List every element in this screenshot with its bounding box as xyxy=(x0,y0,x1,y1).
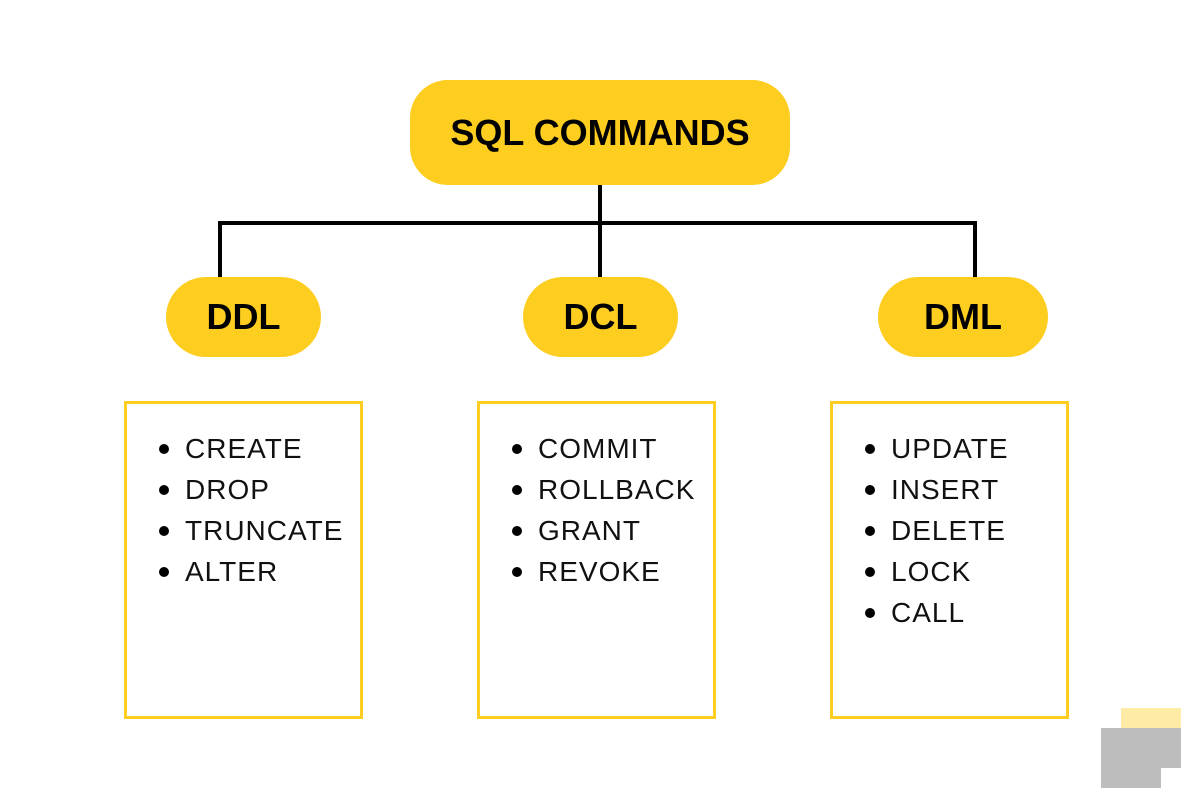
list-item-text: ALTER xyxy=(185,556,279,587)
list-item: ROLLBACK xyxy=(512,469,713,510)
root-node-sql-commands: SQL COMMANDS xyxy=(410,80,790,185)
category-node-ddl: DDL xyxy=(166,277,321,357)
decorative-gray-block xyxy=(1101,728,1181,768)
list-item: CREATE xyxy=(159,428,360,469)
connector-root-vertical xyxy=(598,185,602,277)
list-item-text: REVOKE xyxy=(538,556,661,587)
list-item-text: GRANT xyxy=(538,515,641,546)
decorative-gray-block-lower xyxy=(1101,768,1161,788)
list-item-text: ROLLBACK xyxy=(538,474,696,505)
command-list-dml: UPDATE INSERT DELETE LOCK CALL xyxy=(830,401,1069,719)
command-list-dcl: COMMIT ROLLBACK GRANT REVOKE xyxy=(477,401,716,719)
list-item-text: UPDATE xyxy=(891,433,1009,464)
list-item: ALTER xyxy=(159,551,360,592)
list-item-text: COMMIT xyxy=(538,433,658,464)
list-item-text: DELETE xyxy=(891,515,1006,546)
list-item: COMMIT xyxy=(512,428,713,469)
list-item: CALL xyxy=(865,592,1066,633)
bullet-icon xyxy=(512,485,522,495)
list-item: DROP xyxy=(159,469,360,510)
list-item-text: TRUNCATE xyxy=(185,515,344,546)
connector-ddl xyxy=(218,221,222,277)
category-label: DCL xyxy=(563,296,638,337)
bullet-icon xyxy=(865,608,875,618)
bullet-icon xyxy=(865,485,875,495)
connector-dml xyxy=(973,221,977,277)
list-item: GRANT xyxy=(512,510,713,551)
list-item: REVOKE xyxy=(512,551,713,592)
bullet-icon xyxy=(512,444,522,454)
list-item: UPDATE xyxy=(865,428,1066,469)
category-label: DML xyxy=(924,296,1002,337)
list-item: INSERT xyxy=(865,469,1066,510)
category-node-dml: DML xyxy=(878,277,1048,357)
root-node-label: SQL COMMANDS xyxy=(450,111,750,153)
list-item-text: CALL xyxy=(891,597,966,628)
bullet-icon xyxy=(159,444,169,454)
list-item: LOCK xyxy=(865,551,1066,592)
bullet-icon xyxy=(865,567,875,577)
bullet-icon xyxy=(159,567,169,577)
bullet-icon xyxy=(159,526,169,536)
list-item-text: INSERT xyxy=(891,474,1000,505)
bullet-icon xyxy=(512,526,522,536)
list-item-text: DROP xyxy=(185,474,270,505)
list-item: TRUNCATE xyxy=(159,510,360,551)
list-item-text: CREATE xyxy=(185,433,303,464)
bullet-icon xyxy=(865,526,875,536)
bullet-icon xyxy=(865,444,875,454)
connector-horizontal xyxy=(218,221,977,225)
command-list-ddl: CREATE DROP TRUNCATE ALTER xyxy=(124,401,363,719)
bullet-icon xyxy=(512,567,522,577)
bullet-icon xyxy=(159,485,169,495)
category-label: DDL xyxy=(206,296,281,337)
decorative-yellow-block xyxy=(1121,708,1181,730)
list-item: DELETE xyxy=(865,510,1066,551)
list-item-text: LOCK xyxy=(891,556,972,587)
category-node-dcl: DCL xyxy=(523,277,678,357)
